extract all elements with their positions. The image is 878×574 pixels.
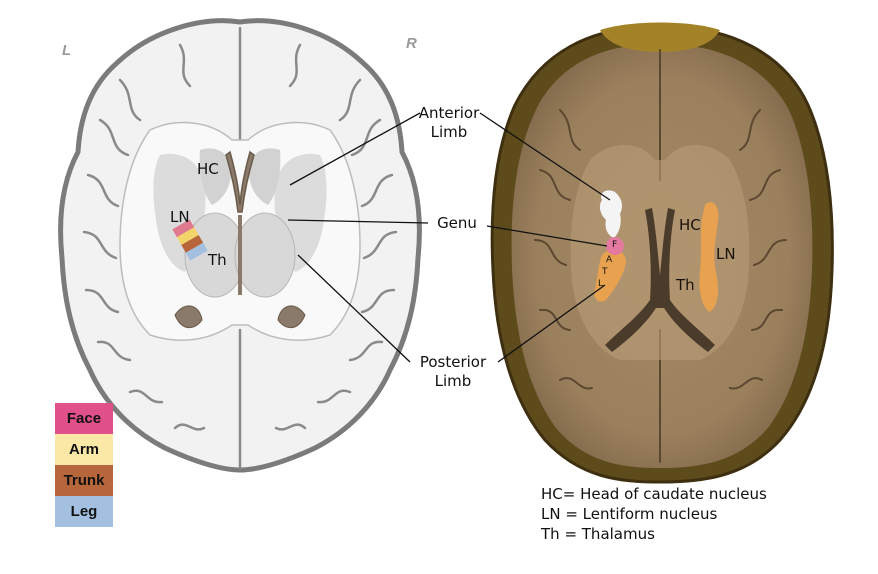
orientation-right: R xyxy=(406,35,417,52)
photo-right-lentiform-highlight xyxy=(699,202,719,312)
leader-posterior-left xyxy=(297,254,411,363)
key-trunk: Trunk xyxy=(55,465,113,496)
photo-brain-slice xyxy=(490,22,834,484)
photo-sulci xyxy=(534,49,787,463)
leader-anterior-right xyxy=(479,112,611,201)
right-label-th: Th xyxy=(676,276,695,294)
callout-genu: Genu xyxy=(437,214,477,232)
callout-posterior-limb-line1: Posterior xyxy=(419,353,487,371)
leader-genu-right xyxy=(486,225,608,247)
orientation-left: L xyxy=(62,42,72,59)
illustrated-somatotopy-bands xyxy=(172,219,208,261)
leader-anterior-left xyxy=(289,112,421,186)
left-label-ln: LN xyxy=(170,208,190,226)
key-arm: Arm xyxy=(55,434,113,465)
illustrated-frontal-horns xyxy=(225,150,255,213)
leader-posterior-right xyxy=(497,284,606,363)
right-label-t: T xyxy=(602,267,608,277)
callout-posterior-limb-line2: Limb xyxy=(434,372,472,390)
left-label-hc: HC xyxy=(197,160,219,178)
callout-anterior-limb-line1: Anterior xyxy=(418,104,480,122)
callout-posterior-limb: Posterior Limb xyxy=(412,353,494,391)
right-label-l: L xyxy=(598,279,604,289)
right-label-hc: HC xyxy=(679,216,701,234)
illustrated-left-caudate xyxy=(199,148,232,205)
leader-genu-left xyxy=(287,219,429,224)
photo-frontal-sinus xyxy=(600,22,720,52)
legend-ln: LN = Lentiform nucleus xyxy=(541,505,718,523)
callout-anterior-limb: Anterior Limb xyxy=(414,104,484,142)
illustrated-right-caudate xyxy=(248,148,281,205)
key-face: Face xyxy=(55,403,113,434)
right-label-a: A xyxy=(606,255,613,265)
photo-genu-highlight xyxy=(606,237,624,255)
right-label-ln: LN xyxy=(716,245,736,263)
callout-leaders xyxy=(287,112,611,363)
illustrated-posterior-horns xyxy=(174,305,306,329)
photo-lateral-ventricles xyxy=(605,208,715,352)
illustrated-right-thalamus xyxy=(234,212,296,298)
photo-anterior-limb-highlight xyxy=(599,190,623,238)
illustrated-brain-slice xyxy=(58,18,422,473)
legend-hc: HC= Head of caudate nucleus xyxy=(541,485,767,503)
photo-left-capsule-highlight xyxy=(594,249,626,302)
illustrated-cortex-folds xyxy=(82,26,398,470)
legend-th: Th = Thalamus xyxy=(541,525,655,543)
left-label-th: Th xyxy=(208,251,227,269)
right-label-f: F xyxy=(612,240,618,250)
illustrated-third-ventricle xyxy=(238,215,242,295)
key-leg: Leg xyxy=(55,496,113,527)
abbreviation-legend: HC= Head of caudate nucleus LN = Lentifo… xyxy=(541,484,767,544)
callout-anterior-limb-line2: Limb xyxy=(430,123,468,141)
